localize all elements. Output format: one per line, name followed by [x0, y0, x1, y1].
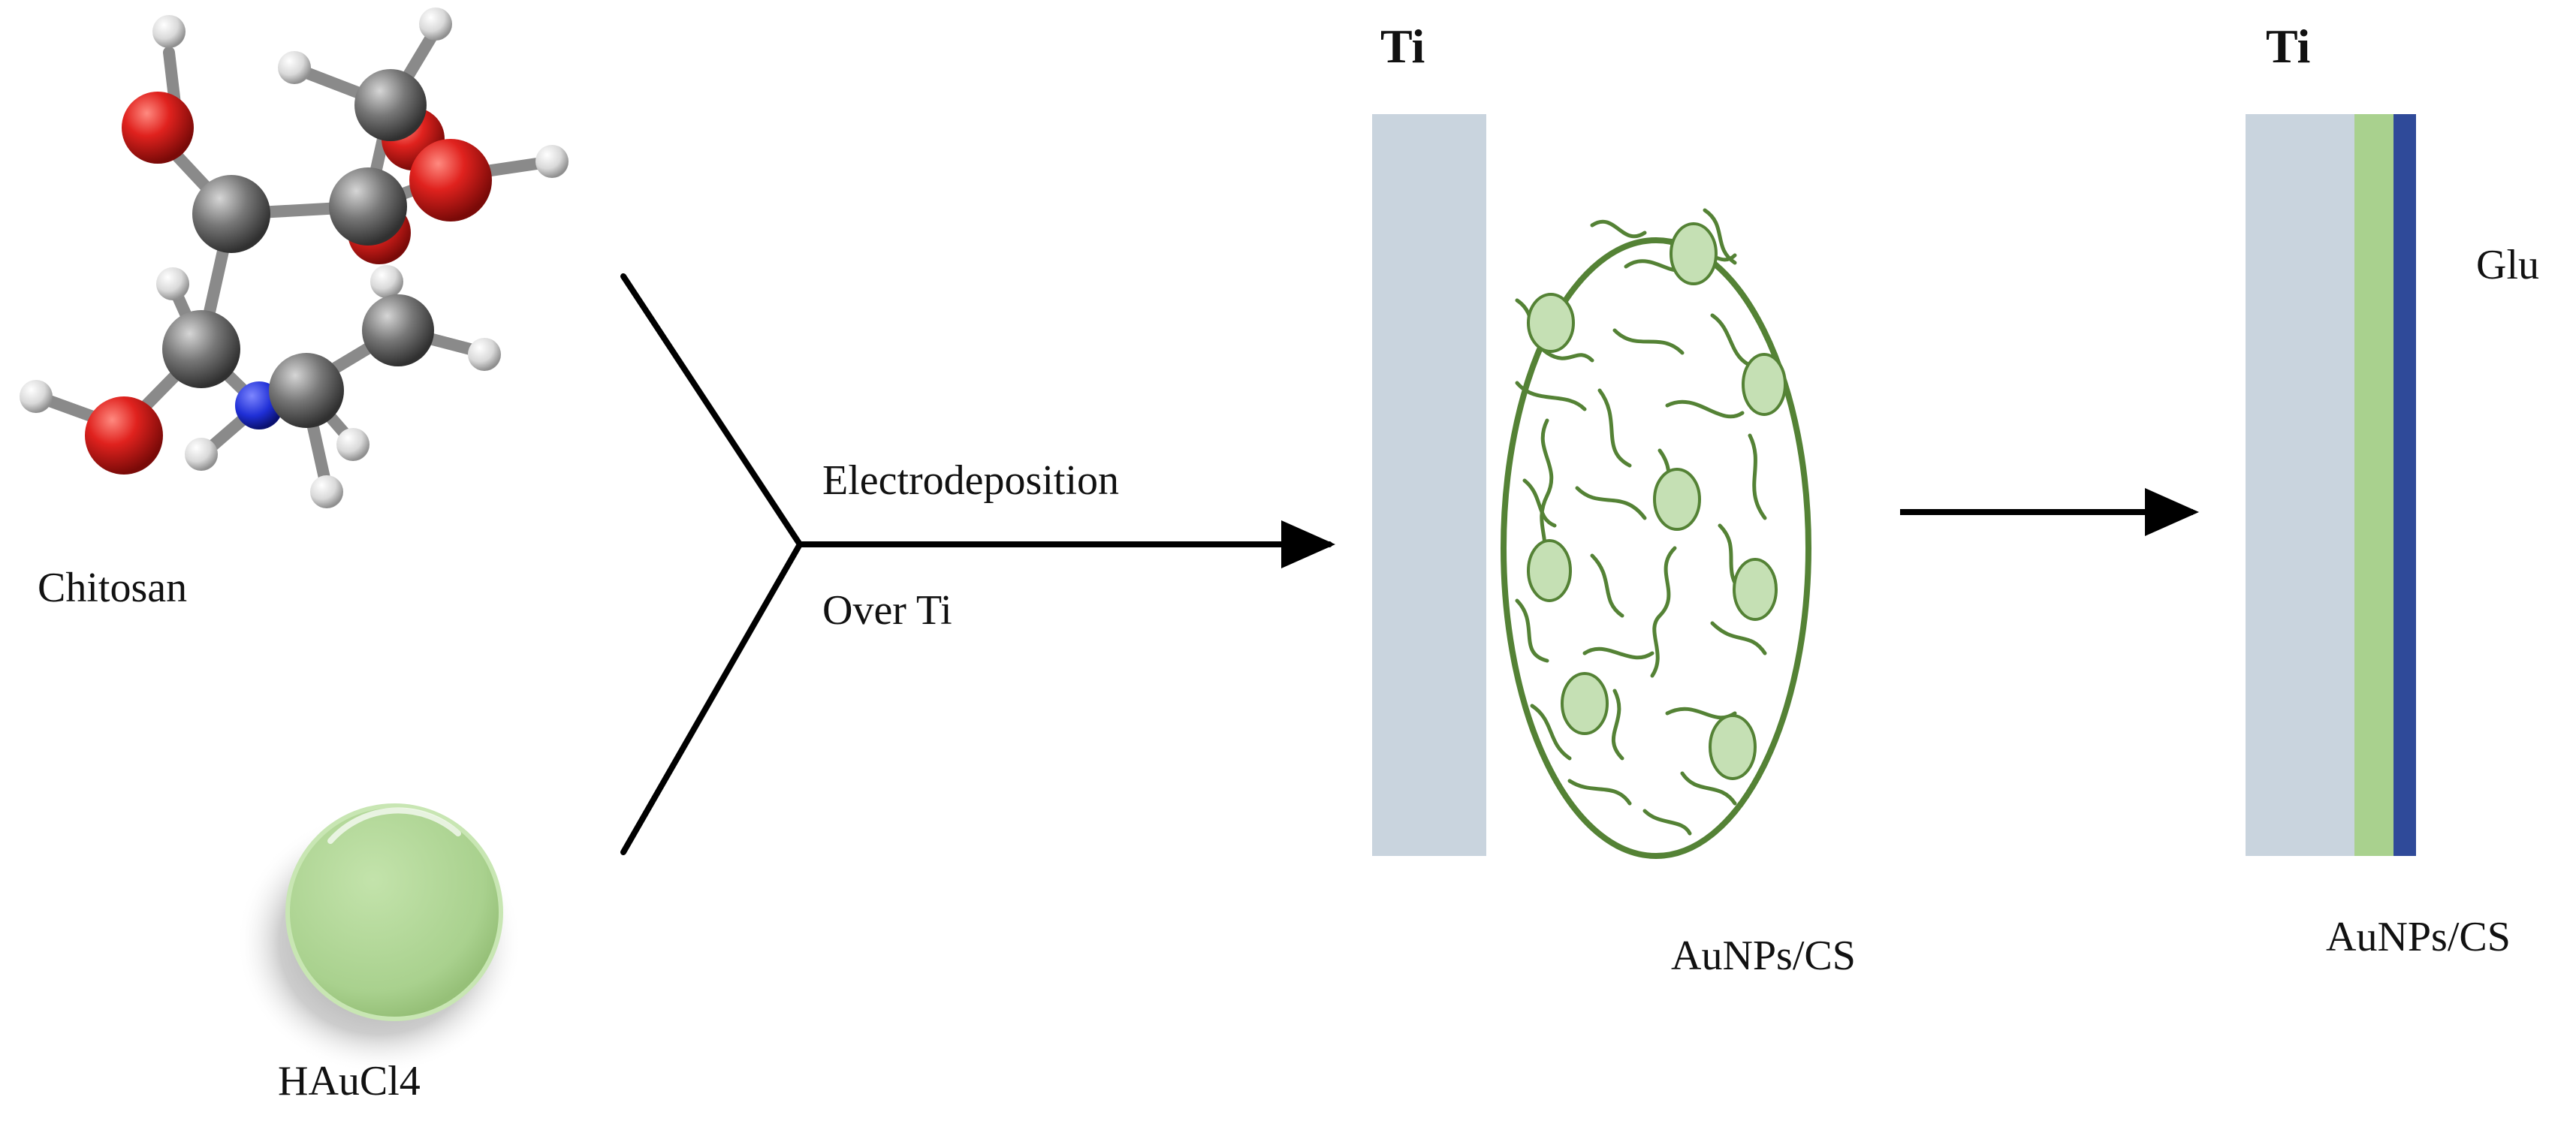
carbon-atom — [162, 310, 240, 388]
carbon-atom — [354, 69, 427, 141]
gold-nanoparticle — [1527, 539, 1572, 602]
hydrogen-atom — [156, 267, 189, 300]
hydrogen-atom — [310, 475, 343, 508]
lower-branch — [620, 541, 803, 855]
gold-nanoparticle — [1742, 353, 1787, 416]
chitosan-molecule-model — [20, 8, 569, 508]
hydrogen-atom — [152, 15, 186, 48]
hydrogen-atom — [278, 51, 311, 84]
oxygen-atom — [122, 92, 194, 164]
glu-label: Glu — [2476, 242, 2539, 288]
hydrogen-atom — [419, 8, 452, 41]
gold-nanoparticle — [1561, 672, 1609, 735]
haucl4-label: HAuCl4 — [278, 1058, 421, 1104]
carbon-atom — [192, 175, 270, 253]
ti-electrode-right — [2246, 114, 2354, 856]
aunps-cs-layer — [2354, 114, 2394, 856]
hydrogen-atom — [185, 438, 218, 471]
hydrogen-atom — [468, 338, 501, 371]
aunps-cs-label-middle: AuNPs/CS — [1671, 933, 1856, 979]
glu-layer — [2394, 114, 2416, 856]
hydrogen-atom — [336, 428, 370, 461]
sphere-highlight — [327, 807, 461, 844]
carbon-atom — [362, 294, 434, 366]
gold-nanoparticle — [1527, 293, 1575, 353]
carbon-atom — [329, 167, 407, 246]
gold-nanoparticle — [1709, 714, 1757, 780]
ti-label-right: Ti — [2266, 20, 2311, 73]
gold-nanoparticles — [1527, 222, 1787, 780]
gold-nanoparticle — [1733, 558, 1778, 621]
merge-arrow — [620, 273, 1335, 855]
upper-branch — [620, 273, 803, 547]
carbon-atom — [269, 353, 344, 428]
gold-nanoparticle — [1653, 468, 1701, 531]
hydrogen-atom — [20, 380, 53, 413]
oxygen-atom — [409, 139, 492, 221]
hydrogen-atom — [535, 145, 569, 178]
haucl4-sphere — [237, 803, 522, 1074]
gold-nanoparticle — [1670, 222, 1718, 285]
chitosan-label: Chitosan — [38, 565, 188, 611]
oxygen-atom — [85, 396, 163, 475]
ti-electrode-middle — [1372, 114, 1486, 856]
ti-label-middle: Ti — [1380, 20, 1425, 73]
hydrogen-atom — [370, 265, 403, 298]
haucl4-droplet — [285, 803, 503, 1021]
modified-electrode — [2246, 114, 2416, 856]
over-ti-label: Over Ti — [822, 587, 952, 634]
electrodeposition-label: Electrodeposition — [822, 457, 1120, 504]
aunps-cs-film — [1501, 208, 1811, 859]
aunps-cs-label-right: AuNPs/CS — [2326, 914, 2511, 960]
